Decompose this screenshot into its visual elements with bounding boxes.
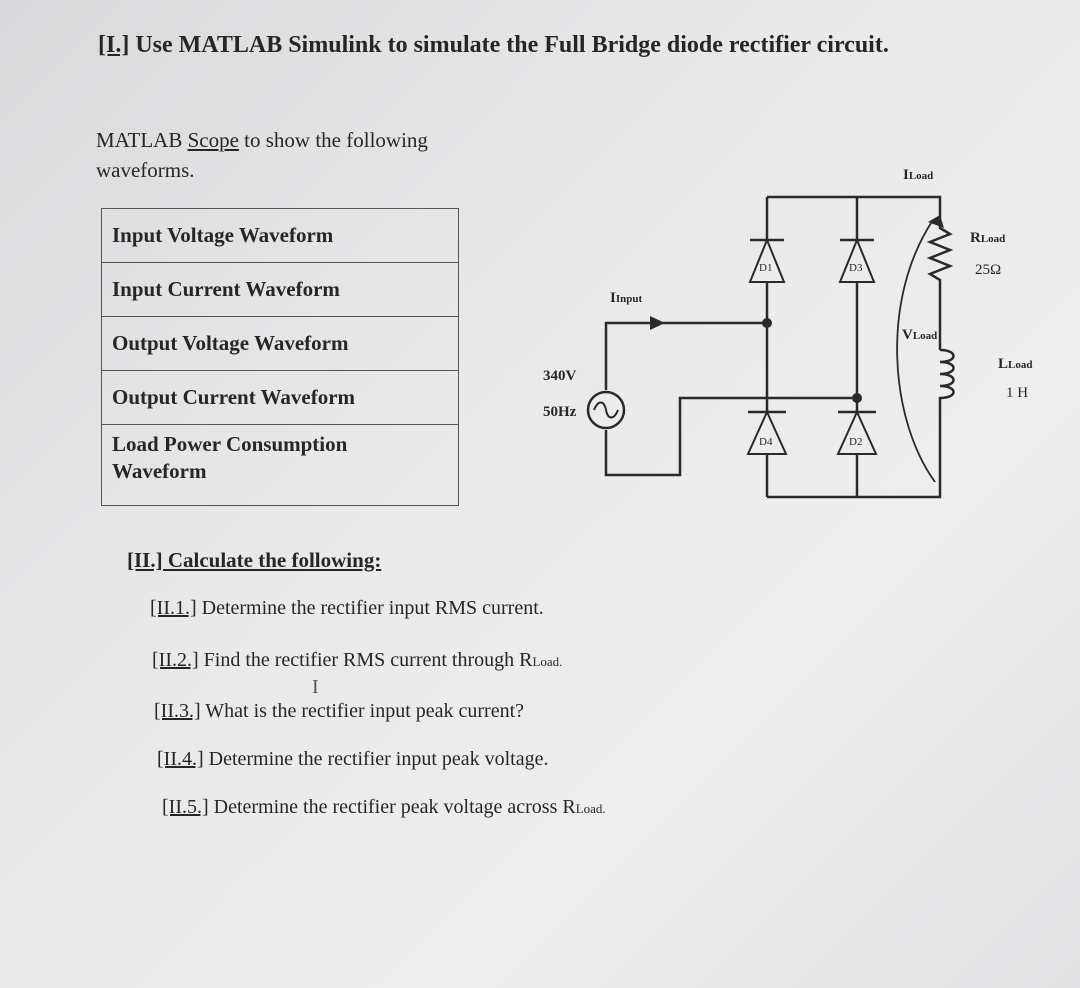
source-frequency-label: 50Hz (543, 404, 577, 420)
diode-d2-label: D2 (849, 436, 863, 448)
diode-d3 (838, 237, 876, 283)
load-resistor-label: RLoad (970, 230, 1005, 247)
waveform-table: Input Voltage Waveform Input Current Wav… (101, 208, 459, 506)
table-row: Output Current Waveform (102, 371, 458, 425)
diode-d4-label: D4 (759, 436, 773, 448)
bottom-rail-wire (767, 485, 942, 499)
question-text: Find the rectifier RMS current through R (198, 649, 533, 671)
node-left (762, 318, 772, 328)
table-row: Load Power Consumption Waveform (102, 425, 458, 505)
question-text: What is the rectifier input peak current… (200, 700, 525, 722)
scope-line2: waveforms. (96, 158, 195, 182)
waveform-label: Output Current Waveform (112, 385, 356, 409)
question-subscript: Load. (575, 801, 606, 816)
question-text: Determine the rectifier input peak volta… (203, 748, 549, 770)
inductor-symbol (938, 348, 955, 485)
label-subscript: Load (908, 170, 934, 182)
sine-icon (593, 401, 619, 419)
source-voltage-label: 340V (543, 368, 577, 384)
question-subscript: Load. (532, 654, 563, 669)
question-number: [II.5.] (162, 796, 209, 818)
load-inductor-label: LLoad (998, 356, 1032, 373)
question-number: [II.1.] (150, 597, 197, 619)
scope-word: Scope (187, 128, 239, 152)
question-text: Determine the rectifier input RMS curren… (196, 597, 544, 619)
waveform-label: Input Current Waveform (112, 277, 340, 301)
question-text: Determine the rectifier peak voltage acr… (208, 796, 576, 818)
top-rail-wire (767, 195, 942, 215)
diode-d1 (748, 237, 786, 283)
label-subscript: Input (615, 293, 643, 305)
question-number: [II.3.] (154, 700, 201, 722)
load-current-label: ILoad (903, 167, 933, 184)
part1-number: [I.] (98, 32, 130, 58)
scope-suffix: to show the following (238, 128, 428, 152)
table-row: Input Current Waveform (102, 263, 458, 317)
source-top-wire (604, 321, 767, 390)
input-current-label: IInput (610, 290, 642, 307)
label-main: I (903, 167, 909, 183)
question-item: [II.3.] What is the rectifier input peak… (154, 700, 524, 723)
question-item: [II.2.] Find the rectifier RMS current t… (152, 649, 562, 672)
label-subscript: Load (1008, 359, 1033, 371)
question-number: [II.2.] (152, 649, 199, 671)
node-right (852, 393, 862, 403)
table-row: Output Voltage Waveform (102, 317, 458, 371)
load-resistor-value: 25Ω (975, 262, 1002, 278)
load-inductor-value: 1 H (1006, 385, 1029, 401)
waveform-label: Load Power Consumption Waveform (112, 432, 348, 483)
input-current-arrow (650, 316, 665, 330)
source-bottom-wire (604, 396, 857, 477)
vload-arrow (896, 219, 936, 483)
question-item: [II.4.] Determine the rectifier input pe… (157, 748, 549, 771)
part1-heading: [I.] Use MATLAB Simulink to simulate the… (98, 32, 889, 59)
diode-d2 (836, 409, 878, 455)
diode-d4 (746, 409, 788, 455)
label-main: I (610, 290, 616, 306)
scope-instruction: MATLAB Scope to show the following wavef… (96, 125, 428, 185)
waveform-label: Input Voltage Waveform (112, 223, 334, 247)
question-item: [II.1.] Determine the rectifier input RM… (150, 597, 544, 620)
load-voltage-label: VLoad (902, 327, 937, 344)
label-main: L (998, 356, 1009, 372)
label-subscript: Load (912, 330, 938, 342)
text-cursor-icon: I (312, 676, 319, 698)
resistor-symbol (926, 215, 954, 350)
table-row: Input Voltage Waveform (102, 209, 458, 263)
scope-prefix: MATLAB (96, 128, 188, 152)
question-number: [II.4.] (157, 748, 204, 770)
question-item: [II.5.] Determine the rectifier peak vol… (162, 796, 606, 819)
load-current-arrow (928, 215, 944, 228)
label-main: R (970, 230, 981, 246)
part1-text: Use MATLAB Simulink to simulate the Full… (129, 32, 889, 58)
part2-heading: [II.] Calculate the following: (127, 548, 382, 572)
waveform-label: Output Voltage Waveform (112, 331, 349, 355)
diode-d3-label: D3 (849, 262, 863, 274)
diode-d1-label: D1 (759, 262, 773, 274)
label-subscript: Load (980, 233, 1006, 245)
label-main: V (902, 327, 913, 343)
